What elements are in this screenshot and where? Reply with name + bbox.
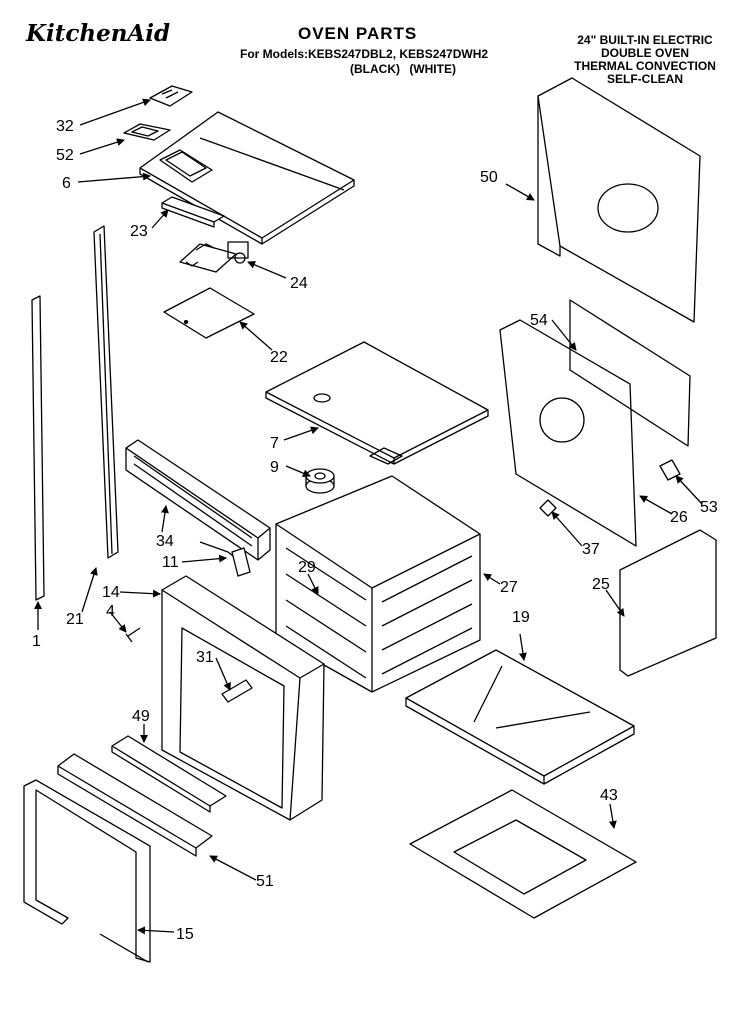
model-colors: (BLACK) (WHITE) [350,62,456,76]
callout-25: 25 [592,576,610,593]
callout-14: 14 [102,584,120,601]
part-screw [125,627,141,643]
part-top-panel [139,111,355,245]
product-description: 24" BUILT-IN ELECTRIC DOUBLE OVEN THERMA… [560,34,730,86]
part-side-trim [93,225,119,559]
part-front-frame [161,575,325,821]
callout-32: 32 [56,118,74,135]
part-oven-cavity [275,475,481,693]
part-oven-top-panel [265,341,489,465]
callout-34: 34 [156,533,174,550]
callout-4: 4 [106,603,115,620]
callout-52: 52 [56,147,74,164]
callout-51: 51 [256,873,274,890]
description-line: DOUBLE OVEN [600,46,689,60]
part-bracket [161,196,225,228]
description-line: 24" BUILT-IN ELECTRIC [577,33,713,47]
part-side-panel [619,529,717,677]
part-bottom-vent [57,753,213,857]
part-insulation-plate [163,287,255,339]
callout-27: 27 [500,579,518,596]
part-switch-assembly [179,241,249,273]
callout-6: 6 [62,175,71,192]
callout-9: 9 [270,459,279,476]
part-door-gasket [23,779,151,963]
model-numbers: For Models:KEBS247DBL2, KEBS247DWH2 [240,47,489,61]
part-gasket [123,123,171,141]
callout-22: 22 [270,349,288,366]
callout-50: 50 [480,169,498,186]
callout-49: 49 [132,708,150,725]
part-side-rod [31,295,45,601]
page-title: OVEN PARTS [298,24,418,43]
part-temperature-sensor [199,541,251,577]
callout-24: 24 [290,275,308,292]
part-lower-trim [111,735,227,813]
part-control-plate [149,85,193,107]
description-line: THERMAL CONVECTION [574,59,716,73]
callout-53: 53 [700,499,718,516]
callout-26: 26 [670,509,688,526]
callout-29: 29 [298,559,316,576]
part-clip [659,459,681,481]
callout-19: 19 [512,609,530,626]
brand-logo: KitchenAid [26,20,171,47]
callout-7: 7 [270,435,279,452]
callout-43: 43 [600,787,618,804]
callout-1: 1 [32,633,41,650]
part-convection-fan [305,468,335,494]
callout-11: 11 [162,554,179,571]
part-vent-grille [125,439,271,561]
part-rear-panel [537,77,701,323]
part-back-panel [499,299,691,547]
callout-15: 15 [176,926,194,943]
callout-31: 31 [196,649,214,666]
description-line: SELF-CLEAN [607,72,683,86]
part-bottom-plate [405,649,635,785]
callout-23: 23 [130,223,148,240]
callout-54: 54 [530,312,548,329]
part-bottom-tray [409,789,637,919]
part-light-socket [221,679,253,703]
callout-37: 37 [582,541,600,558]
callout-21: 21 [66,611,84,628]
